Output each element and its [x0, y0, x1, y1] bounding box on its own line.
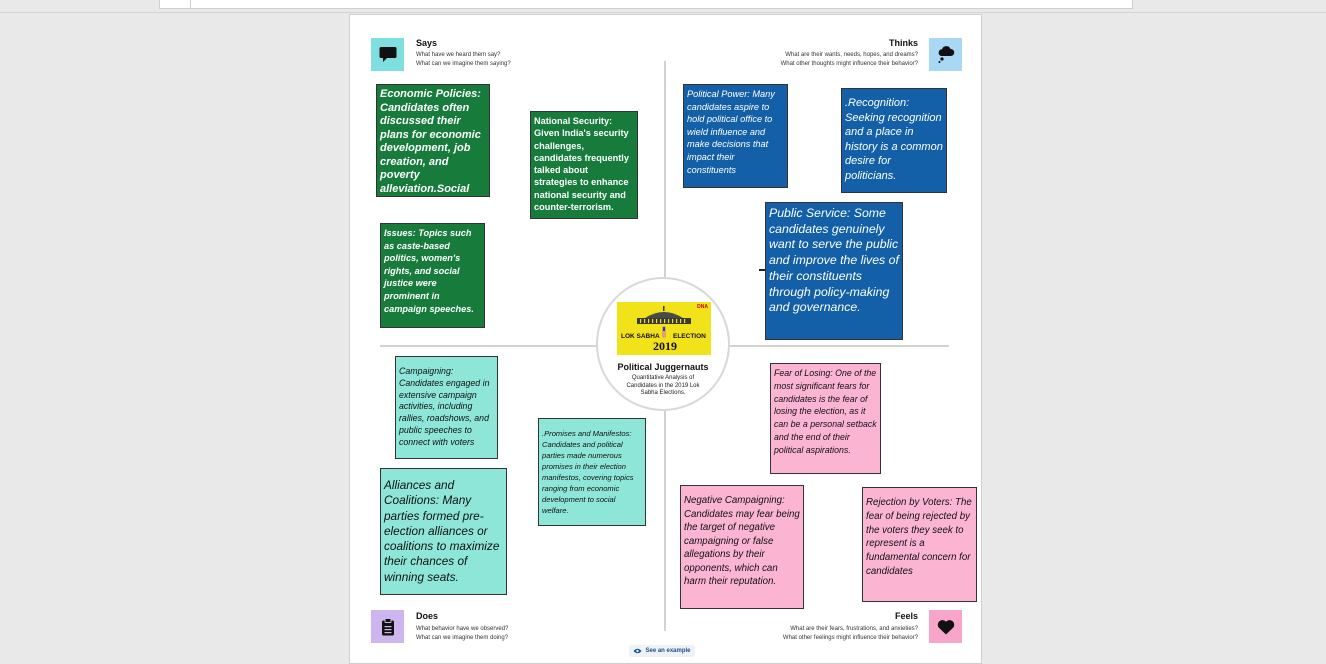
sticky-note-rejection-by-voters[interactable]: Rejection by Voters: The fear of being r… — [862, 487, 977, 602]
logo-badge: DNA — [697, 304, 708, 310]
logo-right-text: ELECTION — [673, 333, 706, 340]
persona-subtitle: Quantitative Analysis of Candidates in t… — [626, 375, 700, 396]
says-subtitle-1: What have we heard them say? — [416, 52, 501, 58]
thinks-subtitle-2: What other thoughts might influence thei… — [780, 61, 918, 67]
sticky-note-social-issues[interactable]: Issues: Topics such as caste-based polit… — [380, 223, 485, 328]
thinks-subtitle-1: What are their wants, needs, hopes, and … — [785, 52, 918, 58]
logo-left-text: LOK SABHA — [621, 333, 660, 340]
eye-icon — [633, 648, 642, 654]
sticky-note-recognition[interactable]: .Recognition: Seeking recognition and a … — [841, 88, 947, 193]
see-example-label: See an example — [645, 648, 691, 654]
empathy-map-canvas: Says What have we heard them say? What c… — [349, 14, 982, 664]
sticky-note-promises-manifestos[interactable]: .Promises and Manifestos: Candidates and… — [538, 418, 646, 526]
thinks-title: Thinks — [888, 38, 918, 48]
toolbar-divider — [190, 0, 191, 8]
says-title: Says — [416, 38, 438, 48]
sticky-note-negative-campaigning[interactable]: Negative Campaigning: Candidates may fea… — [680, 485, 804, 609]
parliament-building-icon — [637, 306, 691, 324]
speech-bubble-icon — [371, 38, 404, 71]
feels-subtitle-2: What other feelings might influence thei… — [782, 635, 918, 641]
sticky-note-national-security[interactable]: National Security: Given India's securit… — [530, 111, 638, 219]
sticky-note-economic-policies[interactable]: Economic Policies: Candidates often disc… — [376, 84, 490, 197]
does-subtitle-2: What can we imagine them doing? — [416, 635, 509, 641]
does-subtitle-1: What behavior have we observed? — [416, 626, 509, 632]
sticky-note-fear-of-losing[interactable]: Fear of Losing: One of the most signific… — [770, 363, 881, 474]
clipboard-icon — [371, 610, 404, 643]
persona-title: Political Juggernauts — [617, 362, 709, 372]
see-example-button[interactable]: See an example — [629, 645, 695, 657]
thought-cloud-icon — [929, 38, 962, 71]
election-logo: DNA LOK SABHA ELECTION 2019 — [617, 302, 711, 355]
says-subtitle-2: What can we imagine them saying? — [416, 61, 511, 67]
logo-year: 2019 — [653, 339, 677, 353]
top-input-bar[interactable] — [159, 0, 1133, 9]
sticky-note-political-power[interactable]: Political Power: Many candidates aspire … — [683, 84, 788, 188]
sticky-note-campaigning[interactable]: Campaigning: Candidates engaged in exten… — [395, 356, 498, 459]
feels-subtitle-1: What are their fears, frustrations, and … — [790, 626, 918, 632]
sticky-note-alliances-coalitions[interactable]: Alliances and Coalitions: Many parties f… — [380, 468, 507, 595]
ink-finger-icon — [662, 326, 666, 338]
heart-icon — [929, 610, 962, 643]
does-title: Does — [416, 611, 439, 621]
top-toolbar — [0, 0, 1326, 13]
sticky-note-public-service[interactable]: Public Service: Some candidates genuinel… — [765, 202, 903, 340]
feels-title: Feels — [894, 611, 918, 621]
stray-mark — [759, 269, 765, 271]
